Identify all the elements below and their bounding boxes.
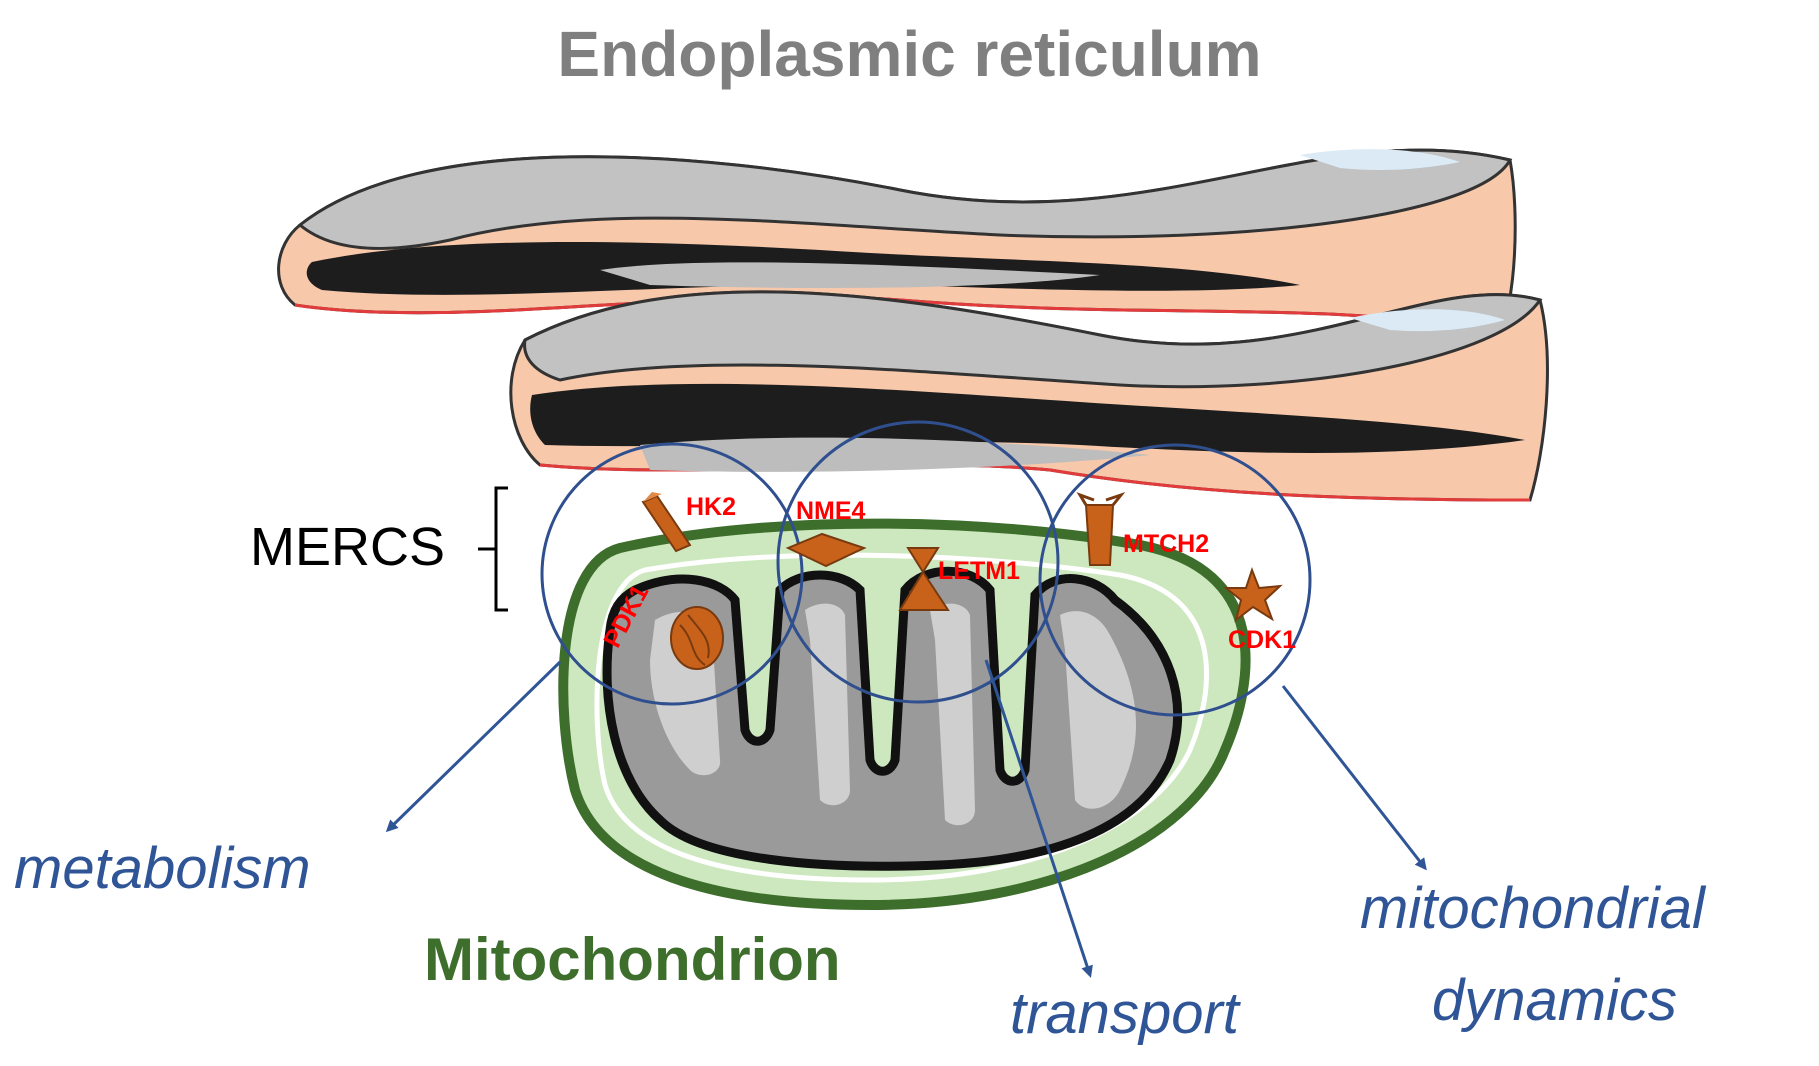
er-cisterna-upper (277, 148, 1517, 332)
contact-circle-left (540, 442, 804, 706)
protein-hk2-shape (641, 492, 692, 553)
er-cisterna-lower (509, 290, 1549, 502)
protein-label-letm1: LETM1 (938, 557, 1020, 585)
protein-label-mtch2: MTCH2 (1123, 530, 1210, 558)
protein-nme4-shape (785, 532, 867, 568)
mitochondrion-title: Mitochondrion (424, 926, 841, 993)
protein-label-cdk1: CDK1 (1228, 626, 1297, 654)
mercs-label: MERCS (250, 517, 446, 577)
mito-cristae (602, 566, 1182, 871)
protein-mtch2-shape (1076, 491, 1126, 566)
arrow-metabolism (385, 660, 562, 833)
contact-site-circles (540, 420, 1312, 717)
function-transport: transport (1010, 981, 1239, 1046)
er-title: Endoplasmic reticulum (557, 18, 1262, 90)
protein-cdk1-shape (1223, 567, 1283, 623)
mitochondrion (558, 518, 1251, 911)
function-dynamics: dynamics (1432, 968, 1677, 1033)
contact-circle-middle (776, 420, 1060, 704)
protein-label-nme4: NME4 (796, 497, 866, 525)
arrow-transport (984, 659, 1093, 978)
arrow-dynamics (1281, 685, 1427, 871)
function-mitochondrial: mitochondrial (1360, 876, 1705, 941)
function-metabolism: metabolism (14, 836, 311, 901)
contact-circle-right (1038, 443, 1312, 717)
mercs-bracket (478, 486, 508, 612)
protein-letm1-shape (898, 547, 950, 611)
protein-label-hk2: HK2 (686, 493, 737, 521)
protein-pdk1-shape (670, 606, 724, 670)
